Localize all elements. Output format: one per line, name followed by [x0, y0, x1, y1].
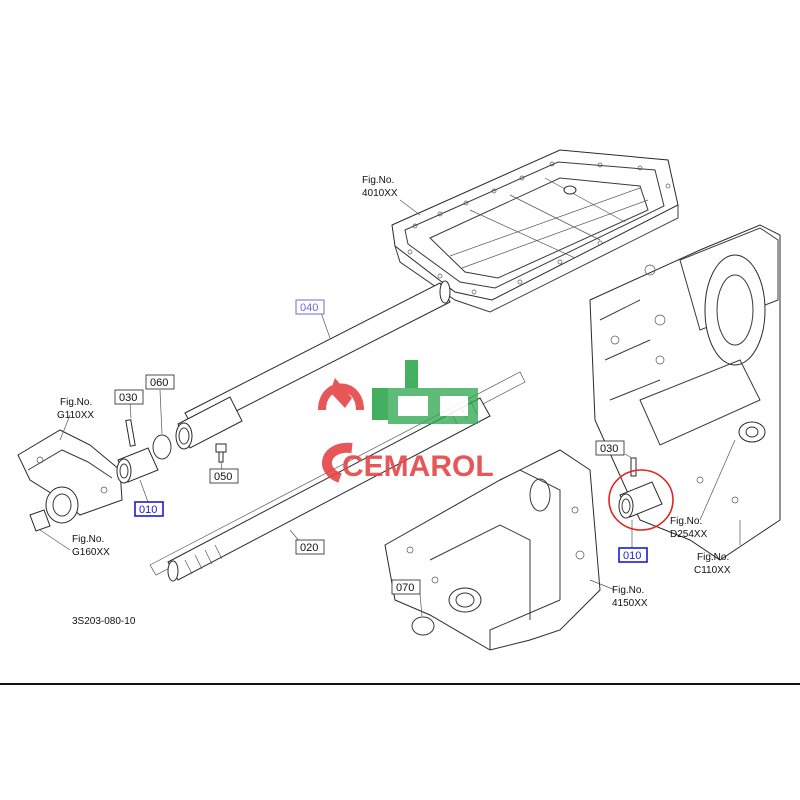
part-060-label: 060: [150, 377, 168, 389]
leader-040: [319, 309, 331, 339]
shaft-040: [175, 280, 451, 450]
logo-c-arc: [322, 442, 353, 483]
part-040-box: [295, 299, 325, 315]
fig-ref-g110-line2: G110XX: [57, 410, 94, 421]
part-050-box: [209, 468, 239, 484]
fig-ref-g110-line1: Fig.No.: [60, 397, 92, 408]
leader-4010: [399, 199, 421, 216]
part-030b-label: 030: [600, 443, 618, 455]
shaft-020-box-outline: [149, 371, 526, 576]
pin-030-left: [125, 419, 136, 447]
fig-ref-c110-line2: C110XX: [694, 565, 731, 576]
leader-4150: [589, 579, 616, 591]
part-030b-box: [595, 440, 625, 456]
part-030a-label: 030: [119, 392, 137, 404]
leader-g110: [59, 414, 71, 441]
part-070-label: 070: [396, 582, 414, 594]
bolt-050: [215, 443, 227, 463]
leader-070: [419, 593, 423, 617]
oil-pan-housing: [391, 149, 679, 313]
part-030a-box: [114, 389, 144, 405]
part-010b-label: 010: [623, 550, 641, 562]
leader-010a: [139, 479, 149, 503]
drawing-code: 3S203-080-10: [72, 616, 136, 627]
bushing-010-left: [116, 447, 159, 484]
lift-arm-bracket: [17, 429, 123, 532]
leader-d254: [699, 439, 736, 521]
part-040-label: 040: [300, 302, 318, 314]
bushing-010-right: [608, 469, 674, 531]
fig-ref-4150-line1: Fig.No.: [612, 585, 644, 596]
o-ring-070: [411, 616, 435, 636]
part-010a-box: [134, 501, 164, 517]
transmission-housing-right: [589, 224, 781, 561]
leader-g160: [39, 529, 71, 551]
leader-060: [159, 389, 163, 435]
fig-ref-g160-line2: G160XX: [72, 547, 110, 558]
fig-ref-4010-line2: 4010XX: [362, 188, 398, 199]
tractor-logo-icon: [318, 360, 478, 424]
leader-030a: [129, 401, 132, 419]
pin-030-right: [630, 457, 637, 477]
part-060-box: [145, 374, 175, 390]
fig-ref-4150-line2: 4150XX: [612, 598, 648, 609]
part-020-label: 020: [300, 542, 318, 554]
part-020-box: [295, 539, 325, 555]
cemarol-watermark: CEMAROL: [318, 360, 494, 483]
o-ring-060: [152, 434, 172, 460]
fig-ref-d254-line1: Fig.No.: [670, 516, 702, 527]
part-010a-label: 010: [139, 504, 157, 516]
part-050-label: 050: [214, 471, 232, 483]
hydraulic-case-housing: [384, 449, 601, 651]
part-070-box: [391, 579, 421, 595]
part-010b-box: [618, 547, 648, 563]
fig-ref-c110-line1: Fig.No.: [697, 552, 729, 563]
leader-030b: [624, 453, 633, 459]
fig-ref-4010-line1: Fig.No.: [362, 175, 394, 186]
fig-ref-g160-line1: Fig.No.: [72, 534, 104, 545]
fig-ref-d254-line2: D254XX: [670, 529, 708, 540]
shaft-020: [167, 397, 491, 582]
highlight-circle: [608, 469, 674, 531]
logo-text: CEMAROL: [342, 450, 494, 483]
